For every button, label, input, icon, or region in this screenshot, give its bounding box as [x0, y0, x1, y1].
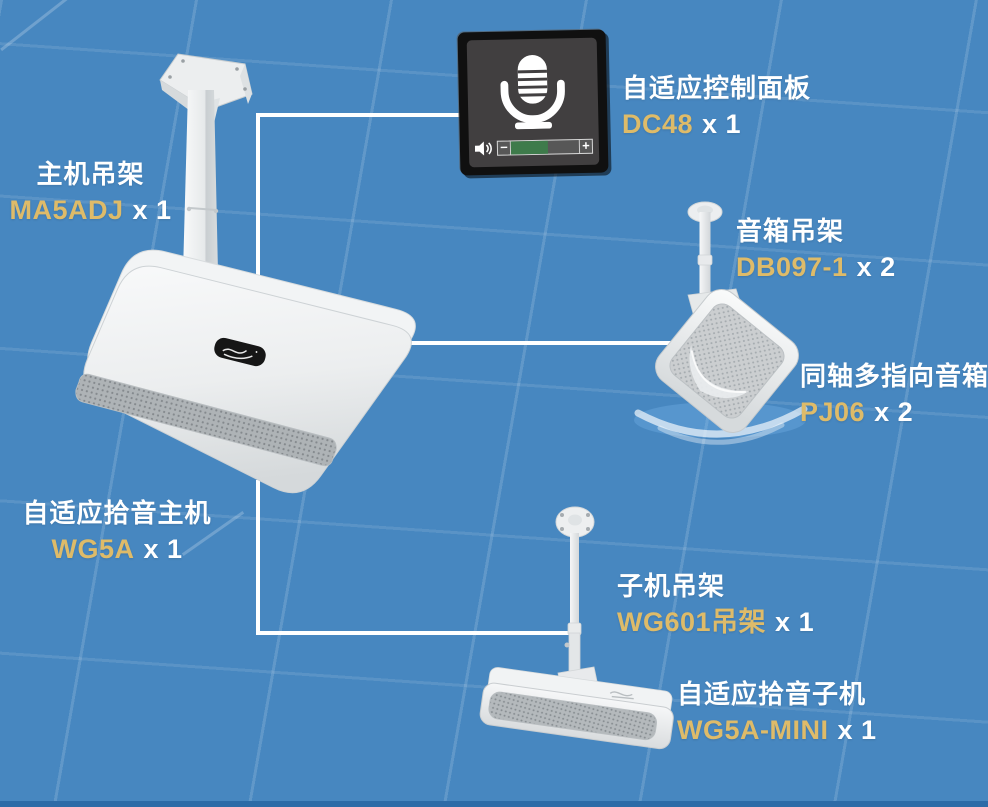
volume-plus-button: +: [578, 138, 593, 154]
device-model: DB097-1: [736, 251, 848, 282]
device-model: WG5A: [51, 533, 135, 564]
pj06-speaker-illustration: [634, 201, 808, 445]
label-pj06: 同轴多指向音箱 PJ06 x 2: [800, 361, 988, 428]
device-qty: x 2: [874, 396, 914, 427]
volume-control: − +: [474, 138, 594, 156]
device-model: MA5ADJ: [9, 194, 124, 225]
dc48-control-panel: − +: [457, 29, 609, 176]
volume-slider: − +: [496, 138, 594, 156]
device-title: 子机吊架: [617, 571, 726, 601]
device-qty: x 1: [143, 533, 183, 564]
device-title: 同轴多指向音箱: [800, 361, 988, 391]
device-title: 音箱吊架: [736, 216, 845, 246]
bottom-bar: [0, 801, 988, 807]
device-model: PJ06: [800, 396, 866, 427]
device-title: 自适应控制面板: [622, 73, 812, 103]
device-qty: x 2: [856, 251, 896, 282]
grid-accent-line: [0, 0, 70, 52]
dc48-panel-screen: − +: [466, 37, 600, 168]
device-qty: x 1: [132, 194, 172, 225]
connector-line-sub-vertical: [256, 480, 260, 635]
brand-logo: [214, 337, 266, 367]
volume-level-fill: [510, 140, 549, 155]
connector-line-panel-vertical: [256, 113, 260, 295]
connector-line-panel-horizontal: [256, 113, 463, 117]
connector-line-sub-horizontal: [256, 631, 575, 635]
volume-minus-button: −: [497, 140, 512, 155]
device-model: DC48: [622, 108, 694, 139]
device-qty: x 1: [837, 714, 877, 745]
brand-logo: [609, 691, 634, 700]
label-db097-1: 音箱吊架 DB097-1 x 2: [736, 216, 896, 283]
label-wg5a-mini: 自适应拾音子机 WG5A-MINI x 1: [677, 679, 877, 746]
label-wg601: 子机吊架 WG601吊架 x 1: [617, 571, 815, 638]
microphone-icon: [500, 55, 565, 130]
volume-level-track: [548, 140, 579, 154]
ma5adj-hanger-illustration: [159, 53, 253, 273]
device-title: 主机吊架: [36, 159, 145, 189]
device-title: 自适应拾音子机: [677, 679, 867, 709]
wg5a-main-unit-illustration: [75, 249, 416, 494]
device-model: WG601吊架: [617, 606, 767, 637]
connector-line-speaker: [372, 341, 680, 345]
device-qty: x 1: [702, 108, 742, 139]
wg5a-mini-sub-unit-illustration: [479, 506, 674, 750]
device-model: WG5A-MINI: [677, 714, 829, 745]
label-dc48: 自适应控制面板 DC48 x 1: [622, 73, 812, 140]
volume-icon: [474, 141, 492, 156]
label-ma5adj: 主机吊架 MA5ADJ x 1: [8, 159, 173, 226]
device-title: 自适应拾音主机: [22, 498, 212, 528]
label-wg5a: 自适应拾音主机 WG5A x 1: [12, 498, 222, 565]
device-qty: x 1: [775, 606, 815, 637]
